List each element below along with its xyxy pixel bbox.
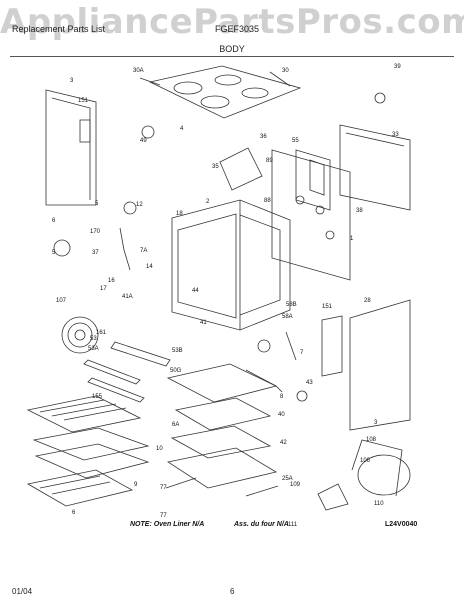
callout-8: 8 <box>280 394 284 400</box>
callout-55: 55 <box>292 138 299 144</box>
callout-106: 106 <box>360 458 371 464</box>
convection-fan <box>61 316 99 354</box>
panel-clip <box>79 119 91 143</box>
flue-bracket <box>219 147 263 191</box>
callout-53: 53 <box>90 336 97 342</box>
callout-4: 4 <box>180 126 184 132</box>
callout-18: 18 <box>176 211 183 217</box>
callout-5: 5 <box>52 250 56 256</box>
callout-108: 108 <box>366 437 377 443</box>
footer-date: 01/04 <box>12 587 33 596</box>
watermark: AppliancePartsPros.com <box>0 2 464 42</box>
callout-42: 42 <box>280 440 287 446</box>
callout-3: 3 <box>70 78 74 84</box>
callout-35: 35 <box>212 164 219 170</box>
callout-89: 89 <box>266 158 273 164</box>
callout-25a: 25A <box>282 476 293 482</box>
callout-77: 77 <box>160 485 167 491</box>
callout-49: 49 <box>140 138 147 144</box>
callout-30: 30 <box>282 68 289 74</box>
fan-motor <box>357 454 411 496</box>
callout-170: 170 <box>90 229 101 235</box>
header-model: FGEF3035 <box>215 24 260 34</box>
callout-1: 1 <box>350 236 354 242</box>
heat-shield <box>170 425 272 459</box>
callout-7a: 7A <box>140 248 147 254</box>
callout-58a: 58A <box>282 314 293 320</box>
callout-5: 5 <box>95 201 99 207</box>
oven-bottom <box>166 363 278 403</box>
callout-161: 161 <box>96 330 107 336</box>
callout-41: 41 <box>200 320 207 326</box>
callout-88: 88 <box>264 198 271 204</box>
broiler-pan <box>34 443 150 479</box>
callout-43: 43 <box>306 380 313 386</box>
callout-12: 12 <box>136 202 143 208</box>
callout-6: 6 <box>52 218 56 224</box>
callout-151: 151 <box>78 98 89 104</box>
rear-frame <box>271 149 351 281</box>
callout-17: 17 <box>100 286 107 292</box>
callout-58b: 58B <box>286 302 297 308</box>
callout-36: 36 <box>260 134 267 140</box>
callout-39: 39 <box>394 64 401 70</box>
callout-111: 111 <box>288 522 298 528</box>
callout-33: 33 <box>392 132 399 138</box>
callout-10: 10 <box>156 446 163 452</box>
callout-107: 107 <box>56 298 67 304</box>
callout-6a: 6A <box>172 422 179 428</box>
broiler-pan-insert <box>32 427 150 461</box>
callout-9: 9 <box>134 482 138 488</box>
cooktop-frame <box>148 65 302 119</box>
oven-rack <box>26 395 142 433</box>
callout-30a: 30A <box>133 68 144 74</box>
note-oven-liner: NOTE: Oven Liner N/A <box>130 521 205 528</box>
callout-14: 14 <box>146 264 153 270</box>
callout-3: 3 <box>374 420 378 426</box>
header-divider <box>10 56 454 57</box>
callout-7: 7 <box>300 350 304 356</box>
callout-50g: 50G <box>170 368 182 374</box>
side-panel-right <box>349 299 411 431</box>
footer-page: 6 <box>230 587 235 596</box>
callout-2: 2 <box>206 199 210 205</box>
drawing-code: L24V0040 <box>385 521 418 528</box>
note-oven-liner-fr: Ass. du four N/A <box>234 521 289 528</box>
back-panel <box>339 124 411 211</box>
callout-28: 28 <box>364 298 371 304</box>
callout-109: 109 <box>290 482 301 488</box>
callout-44: 44 <box>192 288 199 294</box>
callout-77: 77 <box>160 513 167 519</box>
drawer-floor <box>166 447 278 489</box>
callout-37: 37 <box>92 250 99 256</box>
callout-53a: 53A <box>88 346 99 352</box>
callout-38: 38 <box>356 208 363 214</box>
callout-16: 16 <box>108 278 115 284</box>
side-panel-left <box>45 89 97 206</box>
callout-155: 155 <box>92 394 103 400</box>
callout-40: 40 <box>278 412 285 418</box>
section-title: BODY <box>219 44 245 54</box>
callout-110: 110 <box>374 501 384 507</box>
callout-151: 151 <box>322 304 333 310</box>
rack-bottom <box>26 469 134 507</box>
header-left: Replacement Parts List <box>12 24 106 34</box>
callout-41a: 41A <box>122 294 133 300</box>
callout-53b: 53B <box>172 348 183 354</box>
callout-6: 6 <box>72 510 76 516</box>
